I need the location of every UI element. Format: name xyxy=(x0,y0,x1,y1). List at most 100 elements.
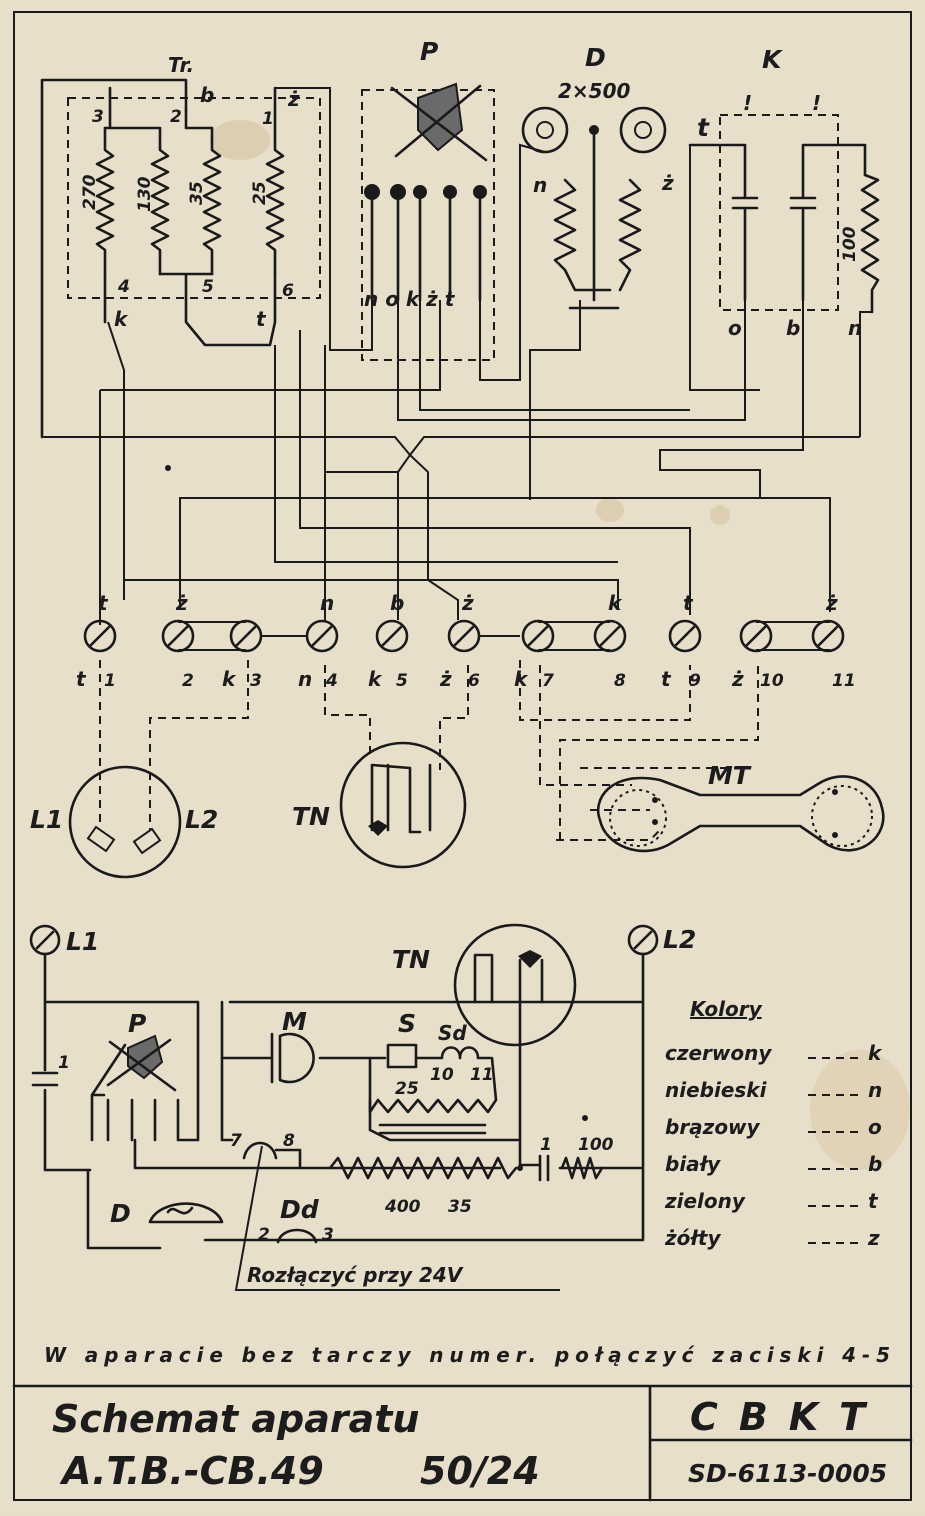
color-legend-name-5: zielony xyxy=(664,1189,746,1213)
terminal-number-1: 1 xyxy=(104,671,116,691)
handset-dashed-leads xyxy=(519,660,759,841)
color-legend-code-5: t xyxy=(868,1189,879,1213)
r35-label: 35 xyxy=(448,1197,472,1217)
terminal-number-8: 8 xyxy=(614,671,626,691)
color-legend-code-4: b xyxy=(868,1152,882,1176)
r11-label: 11 xyxy=(470,1065,494,1085)
wiring-harness xyxy=(41,87,872,625)
socket-label-l1: L1 xyxy=(30,805,63,834)
terminal-letter-5: k xyxy=(368,667,383,691)
color-legend-name-2: niebieski xyxy=(665,1078,768,1102)
dd-contact xyxy=(276,1228,318,1244)
tr-pin-1: 1 xyxy=(262,109,274,129)
tr-t-label: t xyxy=(256,307,267,331)
transformer-outline xyxy=(67,97,321,299)
terminal-letter-6: ż xyxy=(439,667,452,691)
main-loop-wires xyxy=(43,952,645,1250)
lower-bell-label: D xyxy=(110,1199,131,1228)
bell-gong-left xyxy=(521,106,569,154)
lower-dial-contacts xyxy=(473,953,544,1004)
bell-coils xyxy=(553,128,642,310)
circuit-schematic: L1 L2 1 P M S Sd 10 11 25 TN 7 8 xyxy=(29,923,696,1291)
tr-pin-2: 2 xyxy=(170,107,182,127)
capacitor-block-k: K ! ! t 100 o b n xyxy=(688,45,880,340)
coil-130 xyxy=(150,126,170,276)
d-n-label: n xyxy=(533,173,547,197)
lower-dial-label: TN xyxy=(392,945,430,974)
dial-dashed-leads xyxy=(324,665,469,770)
terminal-number-5: 5 xyxy=(396,671,408,691)
k-t-label: t xyxy=(697,113,710,142)
bottom-note: W aparacie bez tarczy numer. połączyć za… xyxy=(44,1343,890,1367)
pin-7-label: 7 xyxy=(230,1131,242,1151)
p-pin-labels: n o k ż t xyxy=(364,287,456,311)
k-b-label: b xyxy=(786,316,800,340)
p-contacts xyxy=(364,184,487,200)
bell-d: D 2×500 n ż xyxy=(521,43,674,310)
handset-ear-cup xyxy=(811,785,873,847)
d-label: D xyxy=(585,43,606,72)
color-legend-code-6: z xyxy=(867,1226,880,1250)
tr-internal-wires xyxy=(103,86,277,347)
dd-3-label: 3 xyxy=(322,1225,334,1245)
r400-label: 400 xyxy=(384,1197,421,1217)
p-springs xyxy=(370,190,482,302)
terminal-letter-3: k xyxy=(222,667,237,691)
dial-contacts xyxy=(370,763,432,834)
terminal-number-3: 3 xyxy=(250,671,262,691)
handset-body xyxy=(596,775,885,853)
socket-dashed-leads xyxy=(99,660,249,830)
terminal-top-label-1: t xyxy=(98,591,109,615)
socket-label-l2: L2 xyxy=(185,805,218,834)
terminal-top-label-11: ż xyxy=(825,591,838,615)
tr-pin-b: b xyxy=(200,83,214,107)
transformer-label: Tr. xyxy=(168,53,194,77)
title-line-1: Schemat aparatu xyxy=(52,1397,419,1441)
dd-label: Dd xyxy=(280,1195,320,1224)
title-line-2: A.T.B.-CB.49 xyxy=(59,1449,324,1493)
paper-stains xyxy=(210,120,910,1170)
terminal-number-11: 11 xyxy=(832,671,856,691)
choke-sd-label: Sd xyxy=(438,1021,467,1045)
coil-270 xyxy=(95,126,115,276)
k-n-label: n xyxy=(848,316,862,340)
resistor-25 xyxy=(368,1056,498,1114)
lower-p-label: P xyxy=(128,1009,146,1038)
tr-pin-z: ż xyxy=(287,87,300,111)
title-ratio: 50/24 xyxy=(420,1449,540,1493)
terminal-letter-9: t xyxy=(661,667,672,691)
coil-35 xyxy=(202,126,222,276)
p-hook-cross xyxy=(390,84,488,162)
r10-label: 10 xyxy=(430,1065,454,1085)
k-label: K xyxy=(762,45,783,74)
r25-label: 25 xyxy=(395,1079,419,1099)
color-legend-code-3: o xyxy=(868,1115,882,1139)
terminal-letter-10: ż xyxy=(731,667,744,691)
terminal-top-label-4: n xyxy=(320,591,334,615)
doc-number: SD-6113-0005 xyxy=(688,1459,887,1488)
dd-2-label: 2 xyxy=(258,1225,270,1245)
terminal-number-2: 2 xyxy=(182,671,194,691)
dial-tn: TN xyxy=(292,665,469,869)
handset-label: MT xyxy=(708,761,752,790)
tr-k-label: k xyxy=(114,307,129,331)
d-z-label: ż xyxy=(661,171,674,195)
line-socket-l1-l2: L1 L2 xyxy=(30,660,249,879)
lower-p-springs xyxy=(90,1038,180,1142)
terminal-number-4: 4 xyxy=(325,671,338,691)
dial-body xyxy=(339,741,467,869)
outer-frame xyxy=(13,11,912,1501)
capacitor-c1-label: 1 xyxy=(58,1053,70,1073)
transformer-tr: Tr. 3 2 b 1 ż 4 5 6 k t 270 130 35 25 xyxy=(40,53,321,439)
tr-pin-4: 4 xyxy=(117,277,130,297)
lower-dial-body xyxy=(453,923,577,1047)
k-resistor-100 xyxy=(860,173,880,314)
terminal-top-label-5: b xyxy=(390,591,404,615)
terminal-l2-label: L2 xyxy=(663,925,696,954)
mic-label: M xyxy=(282,1007,307,1036)
p-label: P xyxy=(420,37,438,66)
terminal-top-label-8: k xyxy=(608,591,623,615)
